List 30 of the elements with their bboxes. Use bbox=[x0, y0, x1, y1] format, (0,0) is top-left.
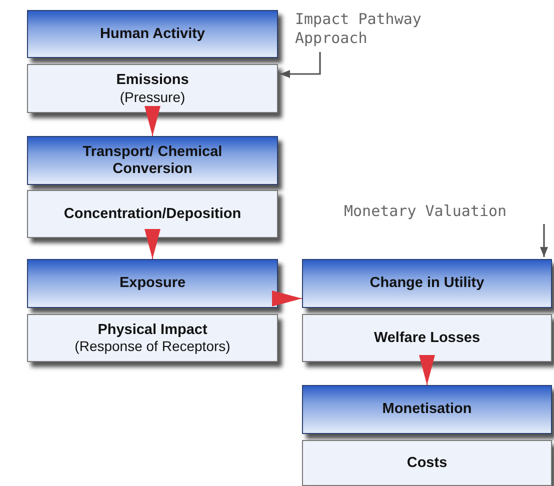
process-header-box bbox=[302, 385, 552, 434]
box-title: Emissions bbox=[116, 72, 189, 89]
box-title: Concentration/Deposition bbox=[64, 206, 242, 222]
box-title: Human Activity bbox=[100, 26, 205, 42]
box-title: Exposure bbox=[119, 275, 186, 292]
arrow bbox=[280, 52, 321, 78]
process-box bbox=[27, 64, 278, 113]
box-title: Monetisation bbox=[382, 401, 472, 418]
arrow bbox=[540, 224, 548, 257]
box-title: Transport/ Chemical Conversion bbox=[82, 144, 224, 178]
box-subtitle: (Response of Receptors) bbox=[74, 338, 230, 354]
flow-arrow bbox=[272, 290, 302, 306]
box-title: Welfare Losses bbox=[374, 330, 480, 346]
box-subtitle: (Pressure) bbox=[120, 88, 186, 105]
note-text: Monetary Valuation bbox=[344, 202, 507, 222]
note-text: Impact Pathway Approach bbox=[295, 10, 422, 48]
process-header-box bbox=[27, 259, 278, 308]
process-box bbox=[27, 190, 278, 238]
box-title: Change in Utility bbox=[370, 275, 484, 292]
flow-arrow bbox=[144, 106, 160, 136]
process-box bbox=[302, 440, 552, 486]
box-title: Costs bbox=[406, 454, 448, 472]
flow-arrow bbox=[144, 229, 160, 260]
box-title: Physical Impact bbox=[98, 322, 208, 338]
process-box bbox=[27, 314, 278, 362]
process-header-box bbox=[302, 259, 552, 308]
flow-arrow bbox=[419, 355, 435, 386]
process-header-box bbox=[27, 10, 278, 58]
process-box bbox=[302, 314, 552, 362]
process-header-box bbox=[27, 136, 278, 185]
